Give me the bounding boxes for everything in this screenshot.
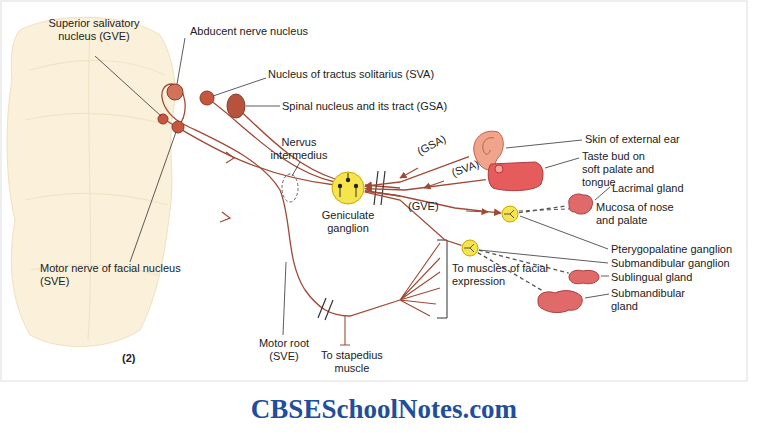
facial-motor-nucleus [172, 121, 184, 133]
node-outline [535, 288, 585, 314]
gland-body [538, 291, 582, 313]
tongue-illustration: Taste bud on soft palate and tongue [485, 160, 545, 192]
taste-bud [495, 165, 503, 173]
gland-body [569, 194, 593, 214]
node-outline [461, 239, 479, 257]
synapse-mark [504, 210, 514, 218]
nervus-intermedius-outline [282, 174, 298, 202]
neuron-body [346, 178, 350, 182]
facial-branches [400, 243, 440, 316]
node-outline [567, 268, 601, 286]
gland: Sublingual gland [567, 268, 601, 286]
nerve-fiber [365, 180, 486, 190]
spinal-nucleus [227, 94, 245, 118]
postganglionic-fiber [519, 206, 565, 213]
muscle-label: To muscles of facial expression [452, 262, 572, 288]
bracket [437, 240, 447, 318]
node-label: Skin of external ear [585, 133, 680, 146]
ganglion-body [502, 206, 518, 222]
nerve-fiber [365, 191, 501, 213]
node-label: Geniculate ganglion [313, 209, 383, 235]
neuron-body [338, 184, 342, 188]
gve-fiber [165, 120, 335, 185]
nucleus-label: Superior salivatory nucleus (GVE) [38, 17, 150, 43]
direction-arrow [220, 152, 234, 222]
fiber-type-label: (GVE) [408, 200, 439, 213]
gland-body [569, 270, 599, 284]
node-outline [565, 192, 595, 216]
ganglion: Pterygopalatine ganglion [501, 205, 519, 223]
gland: Submandibular gland [535, 288, 585, 314]
motor-root-fiber [162, 84, 400, 316]
figure-number: (2) [122, 352, 135, 365]
neuron-stem [340, 173, 356, 197]
node-outline [501, 205, 519, 223]
neuron-body [354, 184, 358, 188]
leader-line [95, 38, 300, 335]
node-label: Lacrimal gland [612, 182, 684, 195]
brainstem-contour [25, 30, 168, 340]
watermark: CBSESchoolNotes.com [0, 393, 768, 425]
node-label: Sublingual gland [611, 271, 692, 284]
solitarius-nucleus [200, 91, 214, 105]
nucleus-label: Spinal nucleus and its tract (GSA) [282, 100, 450, 113]
figure-frame [1, 1, 747, 381]
synapse-mark [464, 244, 474, 252]
cut-mark [318, 298, 333, 320]
salivatory-nucleus [158, 114, 168, 124]
brainstem [7, 17, 175, 346]
node-outline [485, 160, 545, 192]
node-label: Submandibular ganglion [611, 257, 730, 270]
node-label: Submandibular gland [611, 287, 701, 313]
tongue-body [488, 162, 543, 191]
ganglion: Submandibular ganglion [461, 239, 479, 257]
nucleus-label: Motor nerve of facial nucleus (SVE) [40, 262, 208, 288]
root-label: Motor root (SVE) [246, 337, 322, 363]
ganglion-body [462, 240, 478, 256]
node-outline [331, 171, 365, 205]
abducent-nucleus [167, 84, 183, 100]
nucleus-label: Abducent nerve nucleus [190, 25, 308, 38]
tissue-label: Mucosa of nose and palate [596, 201, 688, 227]
ganglion-body [332, 172, 364, 204]
branch-label: To stapedius muscle [312, 349, 392, 375]
nerve-fiber [365, 192, 462, 245]
gsa-fiber [237, 108, 335, 179]
nucleus-label: Nucleus of tractus solitarius (SVA) [268, 68, 440, 81]
nerve-label: Nervus intermedius [264, 136, 334, 162]
stapedius-branch [340, 316, 350, 345]
ganglion: Geniculate ganglion [331, 171, 365, 205]
ear-fold [483, 138, 494, 154]
cut-mark [374, 171, 385, 205]
node-label: Pterygopalatine ganglion [611, 243, 732, 256]
gland: Lacrimal gland [565, 192, 595, 216]
